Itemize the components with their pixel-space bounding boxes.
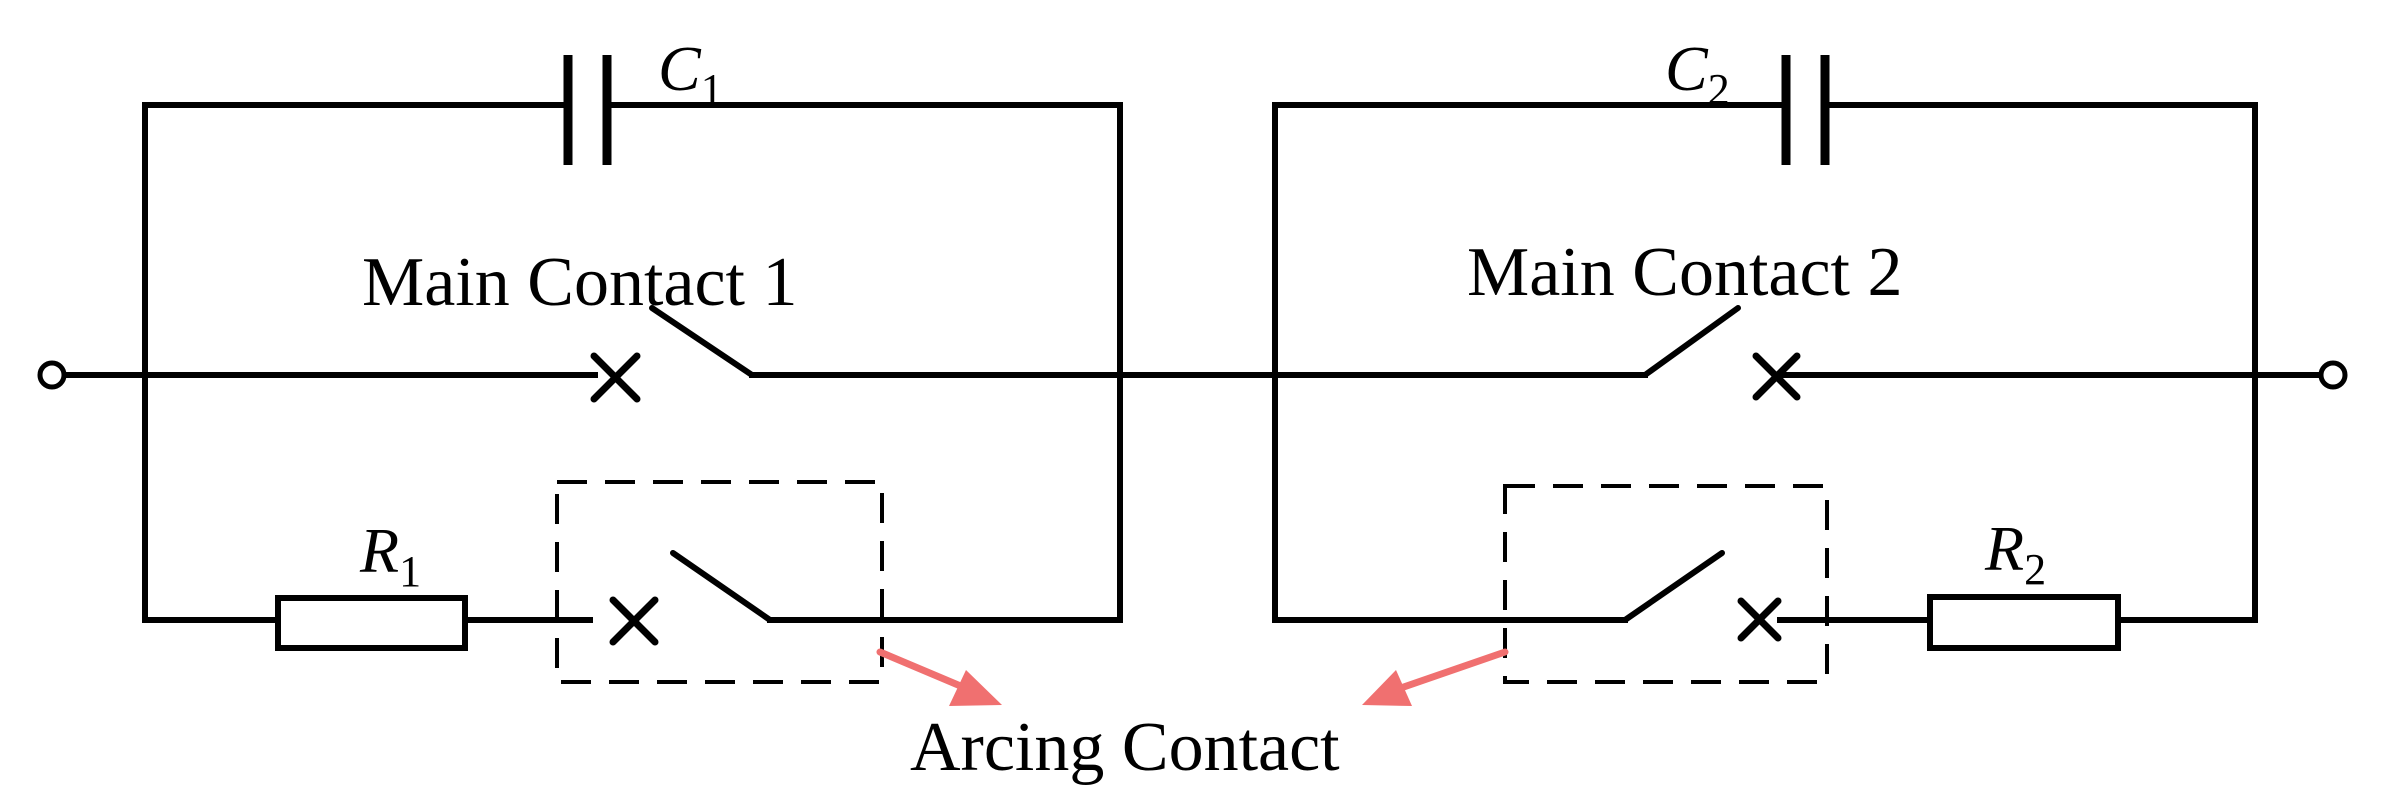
arrow-to-arcing-1 <box>876 648 974 694</box>
c2-label: C2 <box>1665 33 1730 114</box>
r1-resistor <box>275 595 468 651</box>
arcing-contact-callout: Arcing Contact <box>876 648 1509 786</box>
main-contact-1-fixed-x <box>590 352 641 403</box>
arcing-contact-2-box <box>1503 484 1829 684</box>
right-unit: C2 Main Contact 2 R2 <box>1272 33 2348 684</box>
main-contact-2-label: Main Contact 2 <box>1467 234 1902 311</box>
r2-resistor <box>1927 594 2121 651</box>
arrow-to-arcing-2-head <box>1362 670 1412 706</box>
main-contact-1-label: Main Contact 1 <box>362 244 797 321</box>
r1-label: R1 <box>359 515 421 596</box>
left-unit: C1 Main Contact 1 R1 <box>37 33 1648 684</box>
c1-label: C1 <box>658 33 723 114</box>
r2-label: R2 <box>1984 513 2046 594</box>
arcing-contact-label: Arcing Contact <box>910 709 1340 786</box>
right-loop-wire <box>1272 102 2258 623</box>
main-contact-1-blade <box>649 305 755 378</box>
arcing-contact-1-blade <box>670 550 773 623</box>
arcing-contact-1-box <box>555 480 884 684</box>
right-terminal <box>2318 360 2348 390</box>
arrow-to-arcing-1-head <box>949 670 1002 706</box>
arcing-contact-1-fixed-x <box>609 596 659 646</box>
left-loop-wire <box>142 102 1123 623</box>
main-contact-2-blade <box>1642 305 1741 378</box>
arrow-to-arcing-2 <box>1391 648 1509 694</box>
left-terminal <box>37 360 67 390</box>
arcing-contact-2-blade <box>1622 550 1725 623</box>
arcing-contact-2-fixed-x <box>1737 597 1782 642</box>
